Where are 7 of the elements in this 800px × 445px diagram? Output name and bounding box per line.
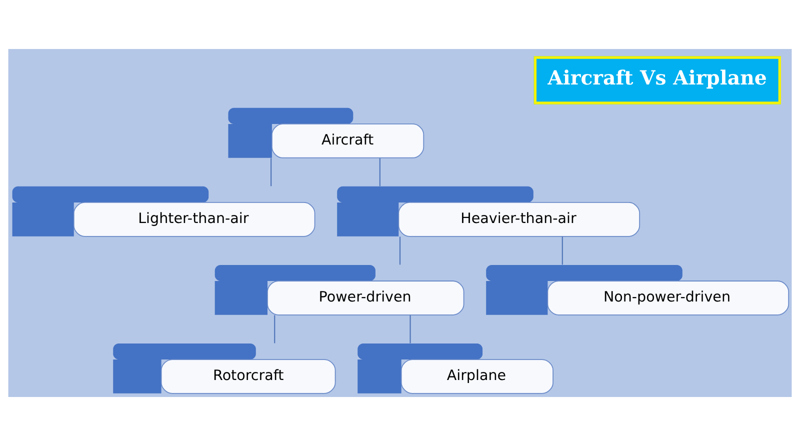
diagram-title: Aircraft Vs Airplane bbox=[548, 66, 767, 89]
connector bbox=[270, 158, 272, 186]
connector bbox=[274, 314, 276, 343]
connector bbox=[399, 236, 401, 264]
connector bbox=[379, 158, 380, 186]
connector bbox=[410, 314, 411, 343]
connector bbox=[562, 236, 563, 264]
